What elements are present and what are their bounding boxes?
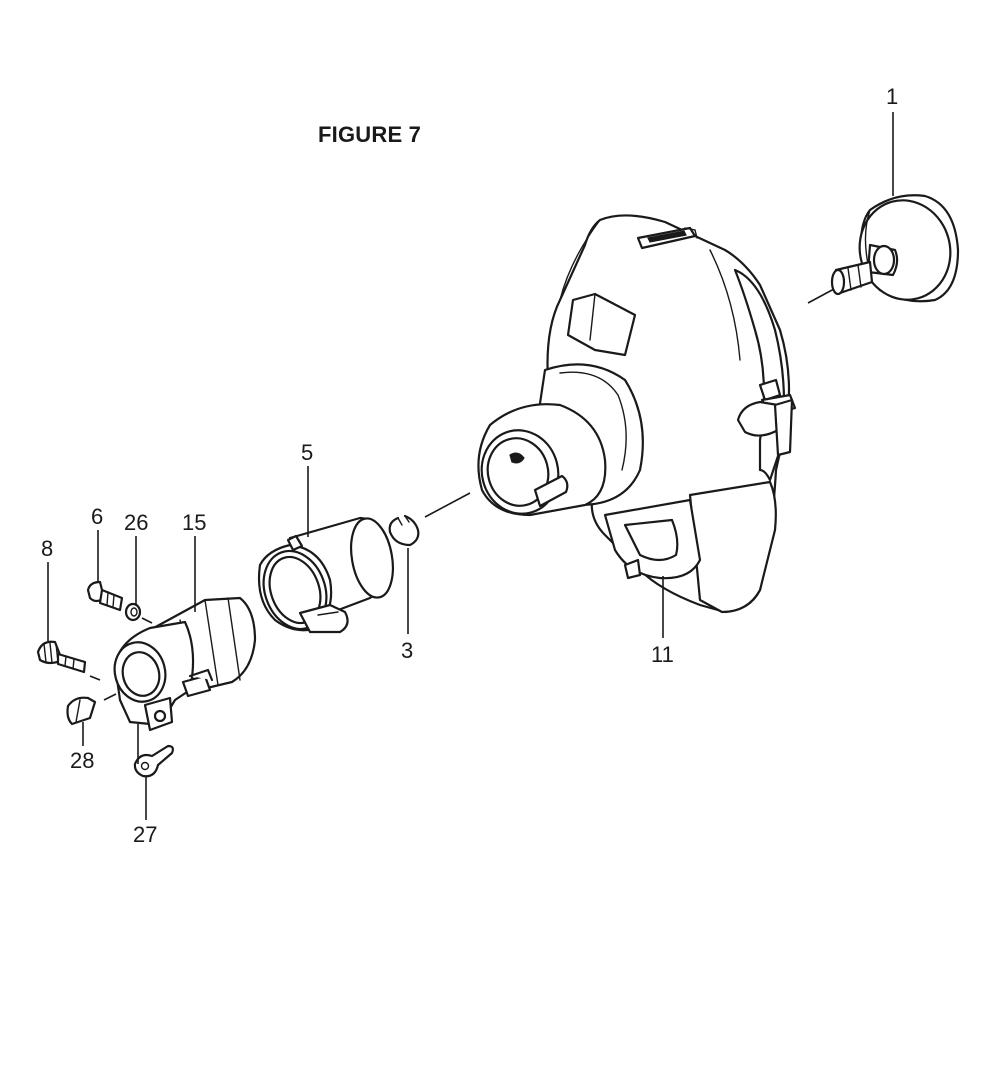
part-26-washer [124,602,142,622]
callout-15: 15 [182,510,206,535]
callout-1: 1 [886,84,898,109]
callout-8: 8 [41,536,53,561]
part-26-center-line [141,617,153,624]
callout-6: 6 [91,504,103,529]
callout-3: 3 [401,638,413,663]
callout-5: 5 [301,440,313,465]
part-3-circlip [388,514,420,547]
figure-title: FIGURE 7 [318,122,422,147]
part-1-clutch-drum [830,194,960,303]
part-5-clamp-sleeve [257,516,394,634]
part-8-center-line [89,675,101,681]
callout-27: 27 [133,822,157,847]
part-8-knob-screw [36,640,87,674]
callout-11: 11 [651,642,674,667]
callout-26: 26 [124,510,148,535]
part-27-tab-washer [133,744,174,778]
callout-28: 28 [70,748,94,773]
part-1-center-line [807,288,835,304]
part-15-bracket [113,596,257,732]
part-6-screw [86,580,124,612]
part-28-center-line [103,693,117,701]
part-28-clip [66,696,97,726]
part-11-gear-housing [477,214,797,614]
part-11-center-line [424,492,471,518]
